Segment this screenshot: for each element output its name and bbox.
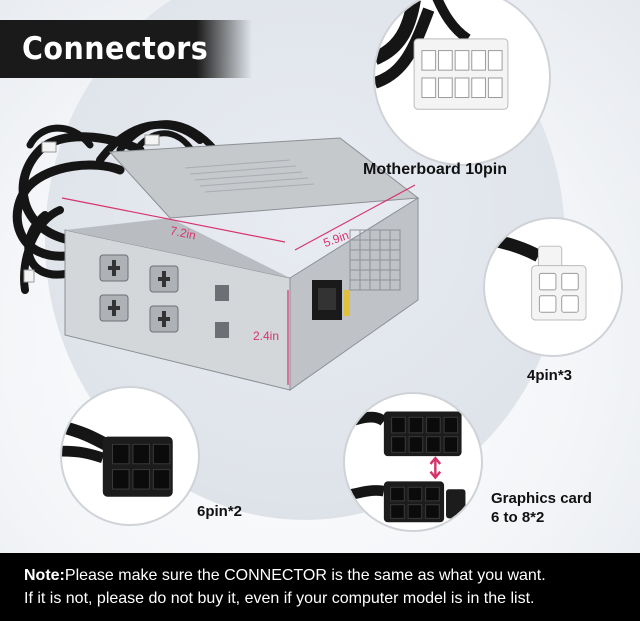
- 6pin-connector-label: 6pin*2: [197, 503, 243, 520]
- top-vent-lines: [184, 159, 315, 193]
- 4pin-circle: [483, 217, 623, 357]
- psu-front-edge: [65, 218, 290, 278]
- motherboard-connector-label: Motherboard 10pin: [363, 161, 508, 178]
- dimension-lines: [61, 184, 416, 385]
- power-supply-unit: [0, 90, 470, 410]
- small-white-plug-2: [144, 134, 160, 146]
- graphics-card-connector-icon: [345, 411, 466, 523]
- psu-illustration: [12, 120, 420, 391]
- note-line-1: Note:Please make sure the CONNECTOR is t…: [24, 564, 640, 587]
- small-white-plug: [41, 141, 57, 153]
- note-line-2: If it is not, please do not buy it, even…: [24, 590, 535, 607]
- 4pin-connector-icon: [485, 232, 587, 321]
- motherboard-10pin-circle: [373, 0, 551, 166]
- warning-sticker: [344, 290, 350, 316]
- 6pin-circle: [60, 386, 200, 526]
- dimension-height: 2.4in: [253, 329, 280, 343]
- ac-socket-inner: [318, 288, 336, 310]
- note-lead: Note:: [24, 567, 65, 584]
- front-cutouts: [99, 254, 229, 338]
- title-banner: Connectors: [0, 20, 252, 78]
- note-text-1: Please make sure the CONNECTOR is the sa…: [64, 567, 546, 584]
- 4pin-connector-label: 4pin*3: [527, 367, 573, 384]
- graphics-card-circle: [343, 392, 483, 532]
- note-bar: Note:Please make sure the CONNECTOR is t…: [0, 553, 640, 621]
- psu-side-face: [289, 197, 419, 391]
- side-vent-grid: [349, 229, 401, 291]
- page-title: Connectors: [22, 31, 209, 67]
- 6pin-connector-icon: [62, 420, 173, 497]
- motherboard-10pin-connector-icon: [375, 0, 509, 110]
- graphics-label-line1: Graphics card: [491, 490, 592, 507]
- graphics-label-line2: 6 to 8*2: [491, 509, 545, 526]
- graphics-card-connector-label: Graphics card 6 to 8*2: [491, 489, 592, 527]
- small-white-plug-3: [23, 269, 35, 283]
